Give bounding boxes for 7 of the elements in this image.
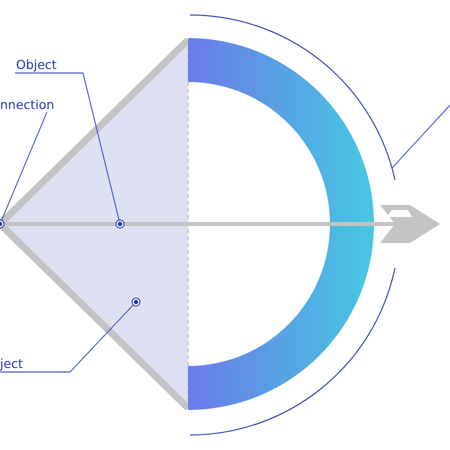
leader-line	[14, 72, 124, 228]
callout-label: nnection	[0, 97, 54, 112]
leader-line	[0, 112, 48, 228]
callout-label: Object	[16, 57, 57, 72]
leader-line	[392, 102, 450, 168]
leader-line	[0, 298, 140, 372]
callout-label: ject	[0, 356, 23, 371]
